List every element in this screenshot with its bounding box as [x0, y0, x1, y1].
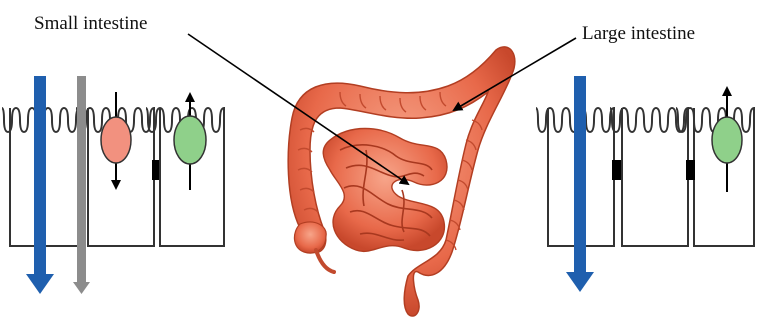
left-epithelium-panel — [2, 76, 224, 294]
red-transporter — [101, 92, 131, 188]
large-intestine-label: Large intestine — [582, 24, 695, 43]
tight-junction — [612, 160, 621, 180]
tight-junction — [686, 160, 695, 180]
right-epithelium-panel — [536, 76, 754, 292]
green-transporter — [712, 88, 742, 192]
green-transporter — [174, 94, 206, 190]
blue-down-arrow — [566, 76, 594, 292]
tight-junction — [152, 160, 159, 180]
intestine-illustration — [288, 47, 515, 316]
small-intestine-shape — [323, 129, 447, 252]
large-intestine-shape — [288, 47, 515, 316]
epithelial-cell — [610, 108, 688, 246]
appendix-shape — [316, 250, 334, 272]
cecum-shape — [294, 222, 326, 253]
small-intestine-label: Small intestine — [34, 14, 147, 33]
